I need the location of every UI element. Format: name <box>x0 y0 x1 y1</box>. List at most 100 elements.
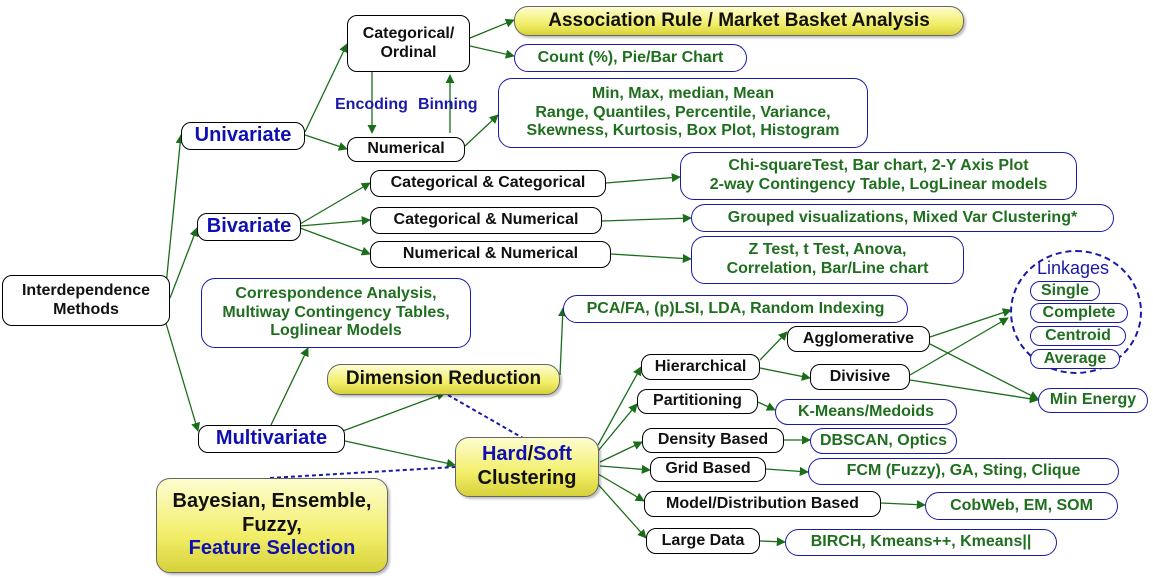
dr-out-label: PCA/FA, (p)LSI, LDA, Random Indexing <box>586 299 885 317</box>
arrow-clustering-large <box>595 481 647 539</box>
bayesian-line3: Feature Selection <box>188 537 356 560</box>
dotted-dimred-clustering <box>447 394 529 442</box>
arrow-grid-out <box>765 466 809 476</box>
bayesian-ensemble-node: Bayesian, Ensemble, Fuzzy, Feature Selec… <box>156 478 388 573</box>
arrow-clustering-model <box>597 473 645 502</box>
arrow-cn-out <box>601 213 692 223</box>
arrow-bivariate-cc <box>299 182 371 225</box>
slash-label: / <box>527 443 534 466</box>
hierarchical-label: Hierarchical <box>654 357 747 375</box>
agglomerative-node: Agglomerative <box>787 326 930 352</box>
bivariate-node: Bivariate <box>197 213 301 241</box>
soft-label: Soft <box>533 443 573 466</box>
num-num-methods-node: Z Test, t Test, Anova, Correlation, Bar/… <box>691 236 964 284</box>
univariate-label: Univariate <box>194 124 292 147</box>
large-label: Large Data <box>661 531 745 549</box>
categorical-line1: Categorical/ <box>362 24 455 42</box>
numerical-node: Numerical <box>347 137 465 162</box>
density-methods-node: DBSCAN, Optics <box>810 428 957 454</box>
cat-cat-methods-node: Chi-squareTest, Bar chart, 2-Y Axis Plot… <box>680 152 1077 200</box>
multivariate-node: Multivariate <box>198 425 345 453</box>
multivariate-label: Multivariate <box>215 427 328 450</box>
min-energy-node: Min Energy <box>1038 388 1148 413</box>
divisive-node: Divisive <box>810 364 910 390</box>
correspondence-line2: Multiway Contingency Tables, <box>222 303 450 321</box>
dimension-reduction-node: Dimension Reduction <box>327 364 560 395</box>
large-data-node: Large Data <box>646 528 760 554</box>
arrow-divisive-linkages <box>909 317 1009 376</box>
arrow-dimred-out <box>558 307 568 376</box>
arrow-multivariate-clustering <box>344 440 456 468</box>
arrow-multivariate-dimred <box>339 391 446 433</box>
large-out-label: BIRCH, Kmeans++, Kmeans|| <box>810 533 1032 551</box>
hard-soft-clustering-node: Hard/Soft Clustering <box>455 437 599 497</box>
count-chart-node: Count (%), Pie/Bar Chart <box>514 44 747 72</box>
cc-line1: Chi-squareTest, Bar chart, 2-Y Axis Plot <box>728 157 1029 175</box>
cat-num-methods-node: Grouped visualizations, Mixed Var Cluste… <box>691 204 1114 232</box>
model-label: Model/Distribution Based <box>666 494 859 512</box>
grid-methods-node: FCM (Fuzzy), GA, Sting, Clique <box>808 458 1119 485</box>
linkage-complete-label: Complete <box>1042 304 1116 321</box>
nn-line2: Correlation, Bar/Line chart <box>726 260 929 277</box>
arrow-univariate-categorical <box>304 43 348 133</box>
univariate-node: Univariate <box>181 122 305 150</box>
model-methods-node: CobWeb, EM, SOM <box>925 492 1118 520</box>
arrow-categorical-count <box>469 45 515 59</box>
encoding-label: Encoding <box>335 96 408 113</box>
hard-label: Hard <box>481 443 528 466</box>
model-node: Model/Distribution Based <box>644 491 881 517</box>
grid-out-label: FCM (Fuzzy), GA, Sting, Clique <box>846 462 1081 480</box>
cat-cat-node: Categorical & Categorical <box>370 170 606 197</box>
linkage-complete: Complete <box>1030 303 1128 323</box>
root-line1: Interdependence <box>21 281 151 299</box>
arrow-nn-out <box>610 253 692 264</box>
association-rule-node: Association Rule / Market Basket Analysi… <box>514 6 964 36</box>
arrow-root-bivariate <box>169 227 199 299</box>
arrow-univariate-numerical <box>304 134 348 151</box>
arrow-bivariate-cn <box>299 216 371 227</box>
stats-line3: Skewness, Kurtosis, Box Plot, Histogram <box>526 122 840 140</box>
root-line2: Methods <box>53 300 119 318</box>
partitioning-node: Partitioning <box>637 389 758 414</box>
num-num-label: Numerical & Numerical <box>402 245 579 263</box>
linkage-single: Single <box>1030 281 1100 301</box>
min-energy-label: Min Energy <box>1049 391 1137 409</box>
stats-line2: Range, Quantiles, Percentile, Variance, <box>535 103 831 121</box>
bayesian-line1: Bayesian, Ensemble, <box>172 490 372 513</box>
linkage-average-label: Average <box>1043 350 1107 367</box>
binning-label: Binning <box>418 96 478 113</box>
linkage-centroid: Centroid <box>1030 326 1126 346</box>
model-out-label: CobWeb, EM, SOM <box>950 496 1093 514</box>
arrow-hierarchical-divisive <box>759 367 811 381</box>
cat-num-node: Categorical & Numerical <box>370 207 602 234</box>
grid-node: Grid Based <box>650 457 766 482</box>
arrow-large-out <box>759 537 786 547</box>
dimension-reduction-methods-node: PCA/FA, (p)LSI, LDA, Random Indexing <box>563 295 908 323</box>
arrow-model-out <box>880 500 926 510</box>
density-node: Density Based <box>642 428 784 453</box>
categorical-ordinal-node: Categorical/ Ordinal <box>347 15 470 72</box>
arrow-multivariate-correspondence <box>270 347 309 426</box>
linkages-title: Linkages <box>1037 258 1110 278</box>
partitioning-label: Partitioning <box>653 392 742 410</box>
large-data-methods-node: BIRCH, Kmeans++, Kmeans|| <box>785 529 1057 556</box>
univariate-stats-node: Min, Max, median, Mean Range, Quantiles,… <box>498 78 868 148</box>
arrow-cc-out <box>605 173 681 184</box>
arrow-clustering-density <box>599 441 643 463</box>
cn-out-label: Grouped visualizations, Mixed Var Cluste… <box>727 208 1078 226</box>
correspondence-node: Correspondence Analysis, Multiway Contin… <box>201 278 471 348</box>
linkage-average: Average <box>1030 349 1120 369</box>
arrow-clustering-partitioning <box>597 403 638 452</box>
arrow-partitioning-out <box>757 401 776 411</box>
bivariate-label: Bivariate <box>206 215 292 238</box>
count-label: Count (%), Pie/Bar Chart <box>537 48 724 66</box>
agglomerative-label: Agglomerative <box>802 329 915 347</box>
divisive-label: Divisive <box>829 367 891 385</box>
linkage-single-label: Single <box>1040 282 1089 299</box>
root-node: Interdependence Methods <box>2 275 170 326</box>
arrow-agglomerative-linkages <box>929 308 1012 338</box>
association-label: Association Rule / Market Basket Analysi… <box>548 9 930 31</box>
correspondence-line3: Loglinear Models <box>270 322 402 340</box>
hierarchical-node: Hierarchical <box>641 354 760 380</box>
